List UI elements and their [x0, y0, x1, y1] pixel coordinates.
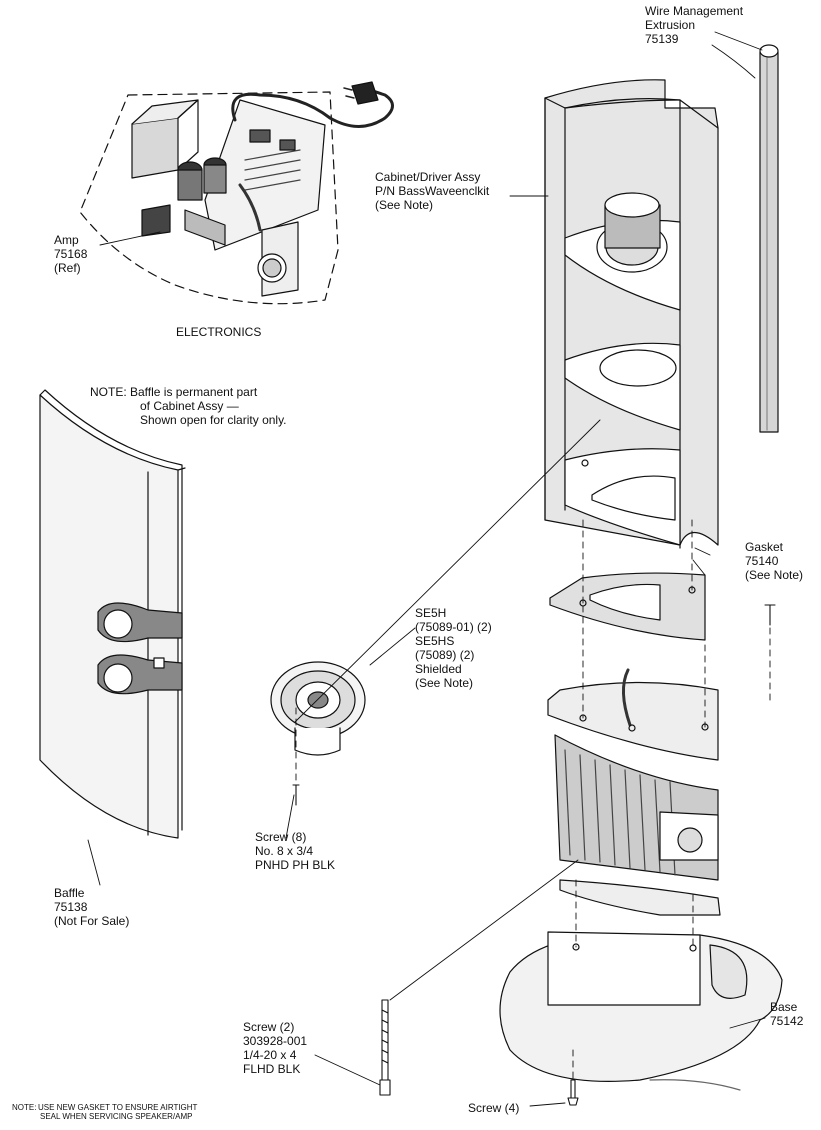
assembly-dash-lines	[295, 519, 771, 1081]
label-line: (See Note)	[415, 676, 474, 690]
label-baffle: Baffle 75138 (Not For Sale)	[54, 886, 129, 928]
label-line: 75168	[54, 247, 88, 261]
label-line: Baffle	[54, 886, 85, 900]
electronics-inset	[79, 81, 394, 305]
label-electronics: ELECTRONICS	[176, 325, 262, 339]
label-line: 75140	[745, 554, 779, 568]
label-line: (75089-01) (2)	[415, 620, 492, 634]
label-line: FLHD BLK	[243, 1062, 301, 1076]
label-line: Gasket	[745, 540, 784, 554]
gasket	[549, 572, 706, 641]
label-line: (Not For Sale)	[54, 914, 130, 928]
label-gasket: Gasket 75140 (See Note)	[745, 540, 803, 582]
label-line: Wire Management	[645, 4, 744, 18]
label-line: SE5HS	[415, 634, 455, 648]
label-line: 75142	[770, 1014, 804, 1028]
label-amp: Amp 75168 (Ref)	[54, 233, 87, 275]
label-line: No. 8 x 3/4	[255, 844, 314, 858]
label-wire-management: Wire Management Extrusion 75139	[645, 4, 743, 46]
label-line: PNHD PH BLK	[255, 858, 336, 872]
label-line: (Ref)	[54, 261, 81, 275]
label-line: 75138	[54, 900, 88, 914]
label-line: USE NEW GASKET TO ENSURE AIRTIGHT	[38, 1103, 198, 1112]
label-line: Screw (2)	[243, 1020, 295, 1034]
label-line: SEAL WHEN SERVICING SPEAKER/AMP	[40, 1112, 193, 1121]
label-screw-8: Screw (8) No. 8 x 3/4 PNHD PH BLK	[255, 830, 335, 872]
label-line: SE5H	[415, 606, 447, 620]
label-line: Extrusion	[645, 18, 696, 32]
cabinet-driver-assembly	[544, 79, 719, 549]
label-line: Screw (8)	[255, 830, 307, 844]
label-line: Shown open for clarity only.	[140, 413, 287, 427]
label-line: NOTE: Baffle is permanent part	[90, 385, 258, 399]
label-line: P/N BassWaveenclkit	[375, 184, 490, 198]
bottom-note-prefix: NOTE:	[12, 1103, 37, 1112]
wire-extrusion	[759, 44, 779, 433]
label-base: Base 75142	[770, 1000, 803, 1028]
bottom-note: USE NEW GASKET TO ENSURE AIRTIGHT SEAL W…	[38, 1103, 197, 1121]
label-line: Shielded	[415, 662, 462, 676]
amp-heatsink-plate	[547, 668, 721, 916]
screws	[292, 604, 776, 1106]
label-screw-2: Screw (2) 303928-001 1/4-20 x 4 FLHD BLK	[243, 1020, 307, 1076]
label-baffle-note: NOTE: Baffle is permanent part of Cabine…	[90, 385, 287, 427]
label-line: (75089) (2)	[415, 648, 475, 662]
label-line: Cabinet/Driver Assy	[375, 170, 481, 184]
leader-lines	[87, 31, 766, 1107]
baffle-panel	[39, 389, 186, 839]
se5h-driver	[270, 661, 366, 756]
label-screw-4: Screw (4)	[468, 1101, 520, 1115]
label-line: Base	[770, 1000, 798, 1014]
label-line: 1/4-20 x 4	[243, 1048, 297, 1062]
label-line: of Cabinet Assy —	[140, 399, 239, 413]
label-driver: SE5H (75089-01) (2) SE5HS (75089) (2) Sh…	[415, 606, 492, 690]
base	[499, 931, 783, 1091]
label-cabinet: Cabinet/Driver Assy P/N BassWaveenclkit …	[375, 170, 489, 212]
label-line: 75139	[645, 32, 679, 46]
label-line: (See Note)	[375, 198, 434, 212]
label-line: 303928-001	[243, 1034, 308, 1048]
label-line: (See Note)	[745, 568, 804, 582]
label-line: Amp	[54, 233, 79, 247]
